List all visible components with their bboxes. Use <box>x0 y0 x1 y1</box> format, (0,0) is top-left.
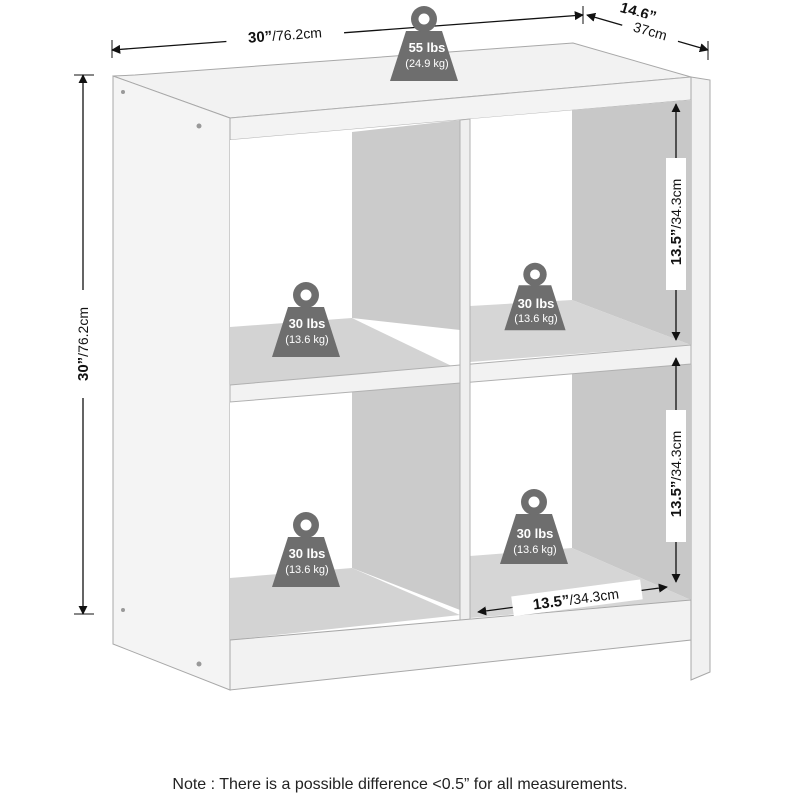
screw-hole <box>196 661 202 667</box>
screw-hole <box>196 123 202 129</box>
weight-badge-upper-left: 30 lbs (13.6 kg) <box>272 282 340 357</box>
measurement-note: Note : There is a possible difference <0… <box>172 776 628 793</box>
svg-text:30 lbs: 30 lbs <box>289 546 326 561</box>
svg-text:(24.9 kg): (24.9 kg) <box>405 58 448 70</box>
svg-text:30 lbs: 30 lbs <box>517 526 554 541</box>
dimension-labels: 30”/76.2cm 14.6” 37cm 30”/76.2cm 13.5”/3… <box>73 0 686 617</box>
width-arrow <box>111 11 584 54</box>
width-label: 30”/76.2cm <box>247 24 322 46</box>
cube-upper-left <box>230 120 460 385</box>
svg-text:(13.6 kg): (13.6 kg) <box>285 564 328 576</box>
weight-badge-lower-right: 30 lbs (13.6 kg) <box>500 489 568 564</box>
svg-text:30 lbs: 30 lbs <box>518 296 555 311</box>
cube-width-label: 13.5”/34.3cm <box>532 585 620 613</box>
svg-text:(13.6 kg): (13.6 kg) <box>514 313 557 325</box>
lower-cube-height-label: 13.5”/34.3cm <box>668 431 685 518</box>
screw-hole <box>121 90 125 94</box>
height-label: 30”/76.2cm <box>75 307 92 381</box>
cube-upper-right <box>470 100 691 362</box>
cube-lower-right <box>470 364 691 618</box>
svg-text:55 lbs: 55 lbs <box>409 40 446 55</box>
upper-cube-height-label: 13.5”/34.3cm <box>668 179 685 266</box>
left-side-panel <box>112 75 231 691</box>
weight-badge-top: 55 lbs (24.9 kg) <box>390 6 458 81</box>
screw-hole <box>121 608 125 612</box>
right-side-panel <box>690 76 711 681</box>
cube-lower-left <box>230 383 460 640</box>
center-divider-front <box>459 118 471 629</box>
svg-text:(13.6 kg): (13.6 kg) <box>285 334 328 346</box>
weight-badge-upper-right: 30 lbs (13.6 kg) <box>504 262 566 331</box>
weight-badge-lower-left: 30 lbs (13.6 kg) <box>272 512 340 587</box>
svg-text:(13.6 kg): (13.6 kg) <box>513 544 556 556</box>
svg-text:30 lbs: 30 lbs <box>289 316 326 331</box>
